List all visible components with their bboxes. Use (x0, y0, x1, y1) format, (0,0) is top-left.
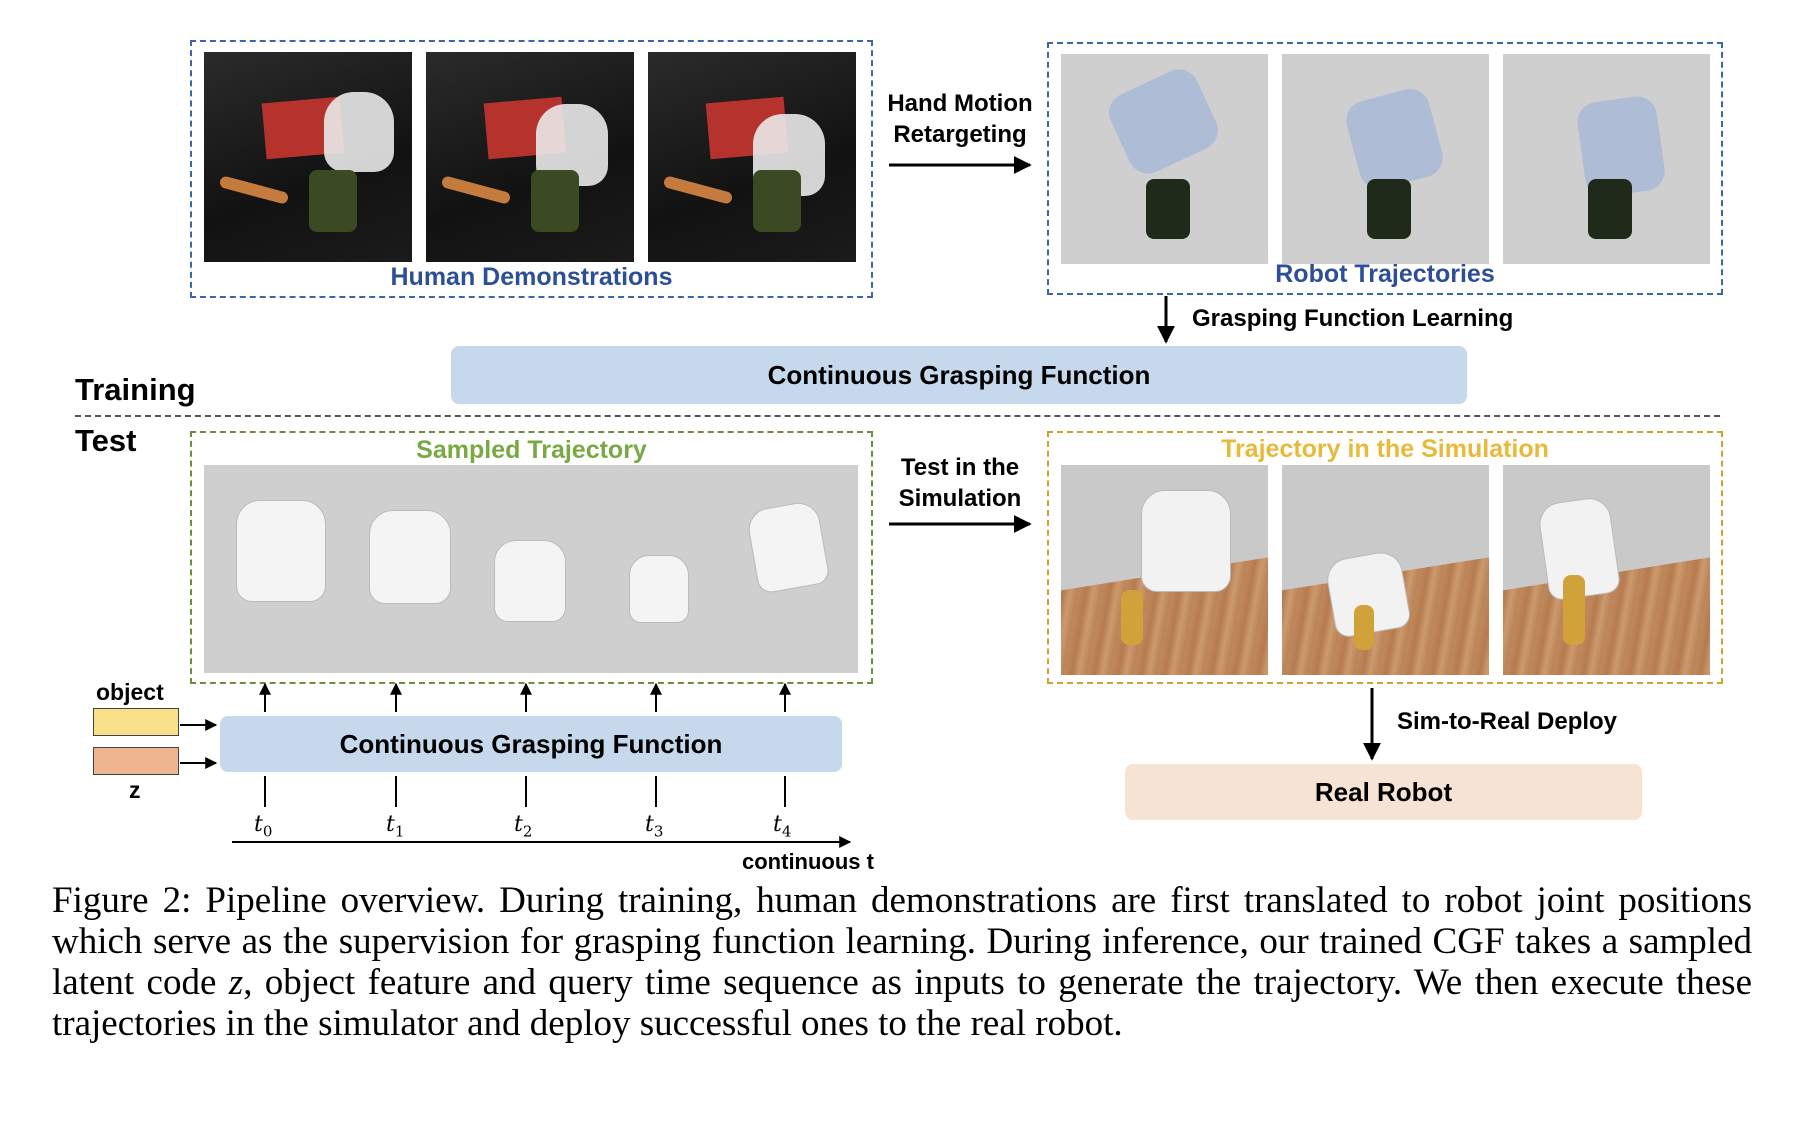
trajectory-in-simulation-panel: Trajectory in the Simulation (1047, 431, 1723, 684)
sim-to-real-label: Sim-to-Real Deploy (1397, 708, 1618, 735)
object-input-box (93, 708, 179, 736)
time-step-t3: t3 (645, 812, 664, 841)
human-demonstrations-panel: Human Demonstrations (190, 40, 873, 298)
sampled-trajectory-label: Sampled Trajectory (416, 436, 647, 464)
cgf-training-label: Continuous Grasping Function (767, 359, 1151, 390)
robot-trajectories-label: Robot Trajectories (1275, 260, 1495, 288)
sampled-trajectory-render (204, 465, 858, 673)
test-in-simulation-line2: Simulation (898, 485, 1022, 512)
training-heading: Training (75, 372, 196, 407)
sim-render-2 (1282, 465, 1489, 675)
real-robot-label: Real Robot (1314, 776, 1453, 807)
grasping-function-learning-label: Grasping Function Learning (1192, 305, 1514, 332)
time-step-t0: t0 (254, 812, 273, 841)
retargeting-label: Hand Motion Retargeting (875, 88, 1045, 150)
real-robot-bar: Real Robot (1125, 764, 1642, 820)
object-input-label: object (96, 679, 164, 705)
figure-caption: Figure 2: Pipeline overview. During trai… (52, 880, 1752, 1044)
training-test-divider (75, 415, 1720, 417)
sampled-trajectory-panel: Sampled Trajectory (190, 431, 873, 684)
time-step-t2: t2 (514, 812, 533, 841)
human-demonstrations-label: Human Demonstrations (390, 263, 673, 291)
robot-trajectories-panel: Robot Trajectories (1047, 42, 1723, 295)
cgf-test-bar: Continuous Grasping Function (220, 716, 842, 772)
continuous-t-label: continuous t (742, 849, 874, 874)
robot-traj-render-3 (1503, 54, 1710, 264)
z-input-box (93, 747, 179, 775)
test-in-simulation-label: Test in the Simulation (875, 452, 1045, 514)
trajectory-in-simulation-label: Trajectory in the Simulation (1221, 435, 1549, 463)
z-input-label: z (129, 777, 141, 803)
caption-text-2: , object feature and query time sequence… (52, 962, 1753, 1044)
human-demo-photo-3 (648, 52, 856, 262)
sim-render-3 (1503, 465, 1710, 675)
time-step-t1: t1 (386, 812, 405, 841)
caption-text-1: Figure 2: Pipeline overview. During trai… (52, 880, 1752, 1003)
time-step-t4: t4 (773, 812, 792, 841)
sim-render-1 (1061, 465, 1268, 675)
human-demo-photo-1 (204, 52, 412, 262)
cgf-test-label: Continuous Grasping Function (339, 728, 723, 759)
human-demo-photo-2 (426, 52, 634, 262)
test-in-simulation-line1: Test in the (900, 454, 1020, 481)
cgf-training-bar: Continuous Grasping Function (451, 346, 1467, 404)
test-heading: Test (75, 423, 137, 458)
robot-traj-render-1 (1061, 54, 1268, 264)
retargeting-label-line2: Retargeting (893, 121, 1027, 148)
robot-traj-render-2 (1282, 54, 1489, 264)
caption-variable: z (228, 962, 244, 1003)
retargeting-label-line1: Hand Motion (887, 90, 1033, 117)
